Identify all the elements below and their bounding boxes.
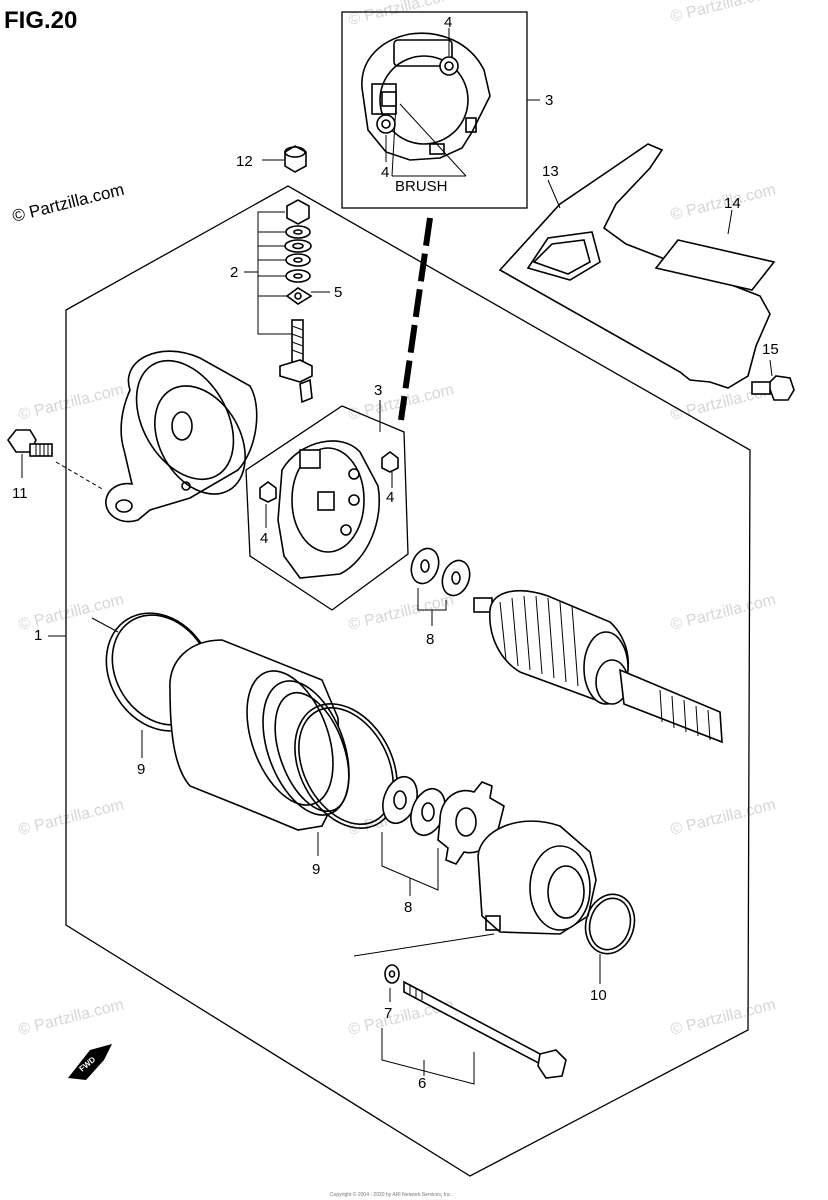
callout-2: 2 (230, 264, 238, 281)
washers-part-8-upper (410, 547, 471, 626)
callout-13: 13 (542, 163, 559, 180)
watermark-text: © Partzilla.com (669, 996, 778, 1039)
armature (473, 589, 723, 744)
callout-10: 10 (590, 987, 607, 1004)
watermark-text: © Partzilla.com (669, 796, 778, 839)
copyright-notice: © Partzilla.com (10, 180, 126, 226)
callout-12: 12 (236, 153, 253, 170)
callout-labels: 1 2 3 4 4 5 6 7 8 8 9 9 10 11 12 13 14 1… (12, 153, 779, 1092)
inset-callout-3: 3 (545, 92, 553, 109)
rear-cover (105, 350, 258, 523)
figure-title: FIG.20 (4, 7, 77, 34)
callout-5: 5 (334, 284, 342, 301)
bolt-part-15 (751, 359, 795, 401)
starter-cover-part-13 (498, 143, 776, 389)
callout-8-upper: 8 (426, 631, 434, 648)
watermark-text: © Partzilla.com (669, 591, 778, 634)
brush-holder-part-3 (245, 400, 409, 611)
leader-lines (48, 617, 119, 637)
o-ring-part-9-right (294, 703, 398, 856)
callout-8-lower: 8 (404, 899, 412, 916)
inset-callout-4-top: 4 (444, 14, 452, 31)
callout-11: 11 (12, 485, 28, 502)
callout-15: 15 (762, 341, 779, 358)
watermark-text: © Partzilla.com (669, 0, 778, 26)
callout-6: 6 (418, 1075, 426, 1092)
callout-4-right: 4 (386, 489, 394, 506)
callout-9-left: 9 (137, 761, 145, 778)
front-cover (477, 820, 597, 935)
callout-9-right: 9 (312, 861, 320, 878)
o-ring-part-10 (584, 893, 636, 984)
assembly-outline (65, 185, 751, 1177)
nut-part-12 (262, 145, 307, 173)
brush-label: BRUSH (395, 178, 448, 195)
callout-7: 7 (384, 1005, 392, 1022)
brush-inset: BRUSH 4 4 3 (341, 11, 553, 209)
callout-14: 14 (724, 195, 741, 212)
yoke-housing (169, 639, 350, 831)
callout-1: 1 (34, 627, 42, 644)
inset-callout-4-bottom: 4 (381, 164, 389, 181)
callout-3: 3 (374, 382, 382, 399)
terminal-set-part-2 (244, 199, 330, 404)
watermark-text: © Partzilla.com (17, 996, 126, 1039)
callout-4-left: 4 (260, 530, 268, 547)
watermark-text: © Partzilla.com (347, 591, 456, 634)
inset-connector (398, 217, 433, 421)
forward-direction-arrow: FWD (68, 1044, 112, 1080)
footer-text: Copyright © 2004 - 2020 by ARI Network S… (330, 1191, 452, 1198)
watermark-text: © Partzilla.com (17, 381, 126, 424)
bolt-part-11 (7, 429, 105, 491)
watermark-text: © Partzilla.com (347, 0, 456, 29)
watermark-text: © Partzilla.com (17, 796, 126, 839)
through-bolt-part-6 (353, 933, 567, 1085)
